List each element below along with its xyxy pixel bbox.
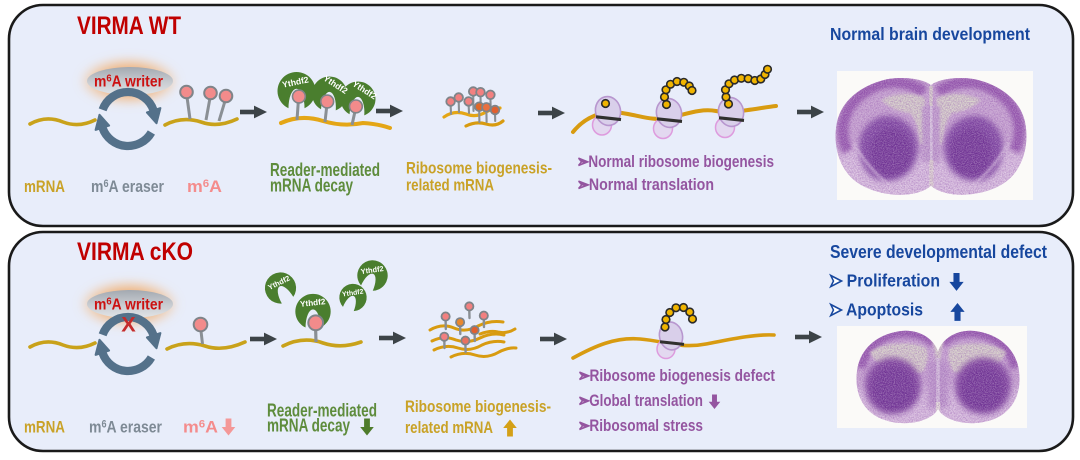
svg-text:➢Ribosome biogenesis defect: ➢Ribosome biogenesis defect xyxy=(578,367,775,385)
svg-text:mRNA decay: mRNA decay xyxy=(267,416,350,436)
svg-text:Ribosome biogenesis-: Ribosome biogenesis- xyxy=(406,160,552,178)
svg-text:related mRNA: related mRNA xyxy=(406,177,494,195)
svg-text:m6A eraser: m6A eraser xyxy=(89,418,162,437)
svg-text:VIRMA cKO: VIRMA cKO xyxy=(77,238,193,266)
svg-text:mRNA: mRNA xyxy=(24,418,65,437)
svg-text:➢Normal ribosome biogenesis: ➢Normal ribosome biogenesis xyxy=(577,153,774,171)
svg-text:VIRMA WT: VIRMA WT xyxy=(77,12,181,40)
svg-text:➢Normal translation: ➢Normal translation xyxy=(577,176,714,194)
svg-text:m6A writer: m6A writer xyxy=(94,296,163,314)
svg-text:related mRNA: related mRNA xyxy=(405,419,493,437)
svg-text:➢Global translation: ➢Global translation xyxy=(578,392,703,410)
svg-text:➤ Apoptosis: ➤ Apoptosis xyxy=(829,300,923,320)
svg-text:m6A eraser: m6A eraser xyxy=(91,177,164,196)
svg-text:m6A writer: m6A writer xyxy=(94,73,163,91)
svg-text:Severe developmental defect: Severe developmental defect xyxy=(830,242,1047,262)
svg-text:➢Ribosomal stress: ➢Ribosomal stress xyxy=(578,417,703,435)
svg-text:mRNA decay: mRNA decay xyxy=(270,175,353,195)
svg-text:Ribosome biogenesis-: Ribosome biogenesis- xyxy=(405,398,551,416)
svg-text:X: X xyxy=(121,314,136,337)
svg-text:mRNA: mRNA xyxy=(24,177,65,196)
svg-text:Normal brain development: Normal brain development xyxy=(830,24,1030,44)
svg-text:➤ Proliferation: ➤ Proliferation xyxy=(829,271,940,291)
